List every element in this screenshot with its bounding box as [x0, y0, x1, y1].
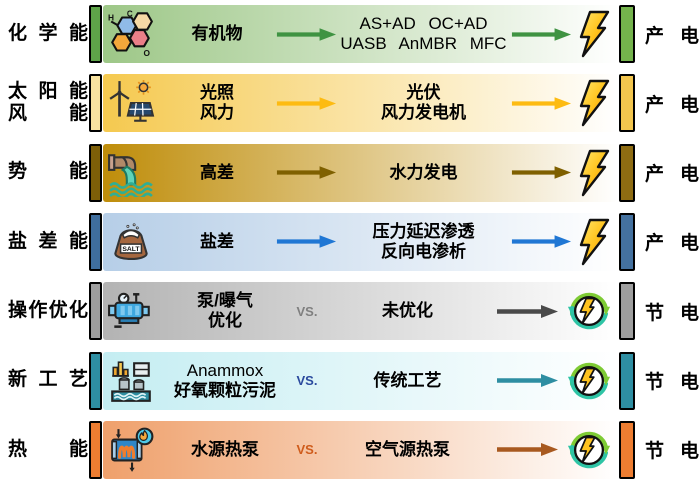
row-chemical-energy: 化学能 H C O 有机物 [0, 5, 699, 63]
arrow-icon [511, 166, 572, 179]
row-thermal-energy: 热能 水源热泵 [0, 420, 699, 479]
row-solar-wind-energy: 太阳能 风能 [0, 74, 699, 133]
vs-label: VS. [296, 373, 318, 389]
color-bar-left [89, 212, 102, 271]
result-label: 产电 [645, 164, 699, 186]
row-title-potential: 势能 [8, 161, 88, 183]
result-label: 产电 [645, 94, 699, 116]
input-label: Anammox 好氧颗粒污泥 [174, 360, 276, 400]
wind-solar-icon [107, 79, 155, 127]
row-title-chemical: 化学能 [8, 22, 88, 44]
color-bar-right [619, 420, 635, 479]
salt-sack-icon: SALT [107, 218, 155, 266]
arrow-icon [497, 443, 558, 457]
heat-exchanger-icon [107, 426, 155, 474]
result-label: 节电 [645, 372, 699, 394]
color-bar-right [619, 282, 635, 341]
color-bar-left [89, 420, 102, 479]
row-new-process: 新工艺 [0, 351, 699, 410]
flow-box: 高差 水力发电 [103, 143, 618, 202]
row-operation-optimization: 操作优化 泵 [0, 282, 699, 341]
arrow-icon [497, 374, 558, 388]
arrow-icon [276, 166, 337, 179]
treatment-plant-icon [107, 357, 155, 405]
color-bar-right [619, 5, 635, 63]
color-bar-left [89, 5, 102, 63]
input-label: 泵/曝气 优化 [197, 291, 253, 331]
result-label: 节电 [645, 302, 699, 324]
lightning-bolt-icon [579, 149, 610, 196]
input-label: 光照 风力 [200, 83, 234, 123]
color-bar-right [619, 212, 635, 271]
arrow-icon [276, 97, 337, 110]
molecule-icon: H C O [107, 10, 155, 58]
process-label: 压力延迟渗透 反向电渗析 [372, 221, 475, 261]
energy-saving-icon [567, 362, 611, 399]
lightning-bolt-icon [579, 80, 610, 127]
row-title-salinity: 盐差能 [8, 230, 88, 252]
result-label: 节电 [645, 441, 699, 463]
input-label: 高差 [200, 162, 234, 182]
arrow-icon [511, 27, 572, 41]
color-bar-left [89, 143, 102, 202]
svg-text:O: O [144, 48, 151, 58]
flow-box: H C O 有机物 AS+AD OC+AD UASB AnMBR MFC [103, 5, 618, 63]
vs-label: VS. [296, 303, 318, 319]
arrow-icon [276, 27, 337, 41]
svg-text:H: H [108, 12, 114, 22]
arrow-icon [497, 304, 558, 318]
flow-box: 光照 风力 光伏 风力发电机 [103, 74, 618, 133]
row-potential-energy: 势能 高差 [0, 143, 699, 202]
flow-box: SALT 盐差 压力延迟渗透 反向电渗析 [103, 212, 618, 271]
input-label: 盐差 [200, 231, 234, 251]
flow-box: 水源热泵 VS. 空气源热泵 [103, 420, 618, 479]
vs-label: VS. [296, 442, 318, 458]
color-bar-right [619, 74, 635, 133]
input-label: 有机物 [191, 23, 243, 43]
row-title-solar-wind: 太阳能 风能 [8, 80, 88, 125]
arrow-icon [511, 235, 572, 249]
color-bar-right [619, 143, 635, 202]
color-bar-left [89, 351, 102, 410]
process-label: AS+AD OC+AD UASB AnMBR MFC [340, 13, 507, 53]
arrow-icon [511, 97, 572, 110]
flow-box: Anammox 好氧颗粒污泥 VS. 传统工艺 [103, 351, 618, 410]
process-label: 光伏 风力发电机 [381, 83, 466, 123]
process-label: 传统工艺 [373, 370, 442, 390]
flow-box: 泵/曝气 优化 VS. 未优化 [103, 282, 618, 341]
input-label: 水源热泵 [191, 439, 259, 459]
energy-saving-icon [567, 293, 611, 330]
arrow-icon [276, 235, 337, 249]
water-pipe-icon [107, 149, 155, 197]
svg-text:SALT: SALT [122, 246, 140, 253]
process-label: 水力发电 [389, 162, 458, 182]
energy-saving-icon [567, 431, 611, 469]
color-bar-right [619, 351, 635, 410]
color-bar-left [89, 74, 102, 133]
row-title-thermal: 热能 [8, 438, 88, 460]
process-label: 未优化 [382, 301, 433, 321]
lightning-bolt-icon [579, 218, 610, 266]
result-label: 产电 [645, 233, 699, 255]
process-label: 空气源热泵 [365, 439, 450, 459]
result-label: 产电 [645, 25, 699, 47]
row-title-operation: 操作优化 [8, 299, 88, 321]
svg-text:C: C [127, 10, 133, 18]
lightning-bolt-icon [579, 10, 610, 58]
row-title-new-process: 新工艺 [8, 369, 88, 391]
pump-icon [107, 287, 155, 335]
row-salinity-energy: 盐差能 SALT 盐差 [0, 212, 699, 271]
color-bar-left [89, 282, 102, 341]
